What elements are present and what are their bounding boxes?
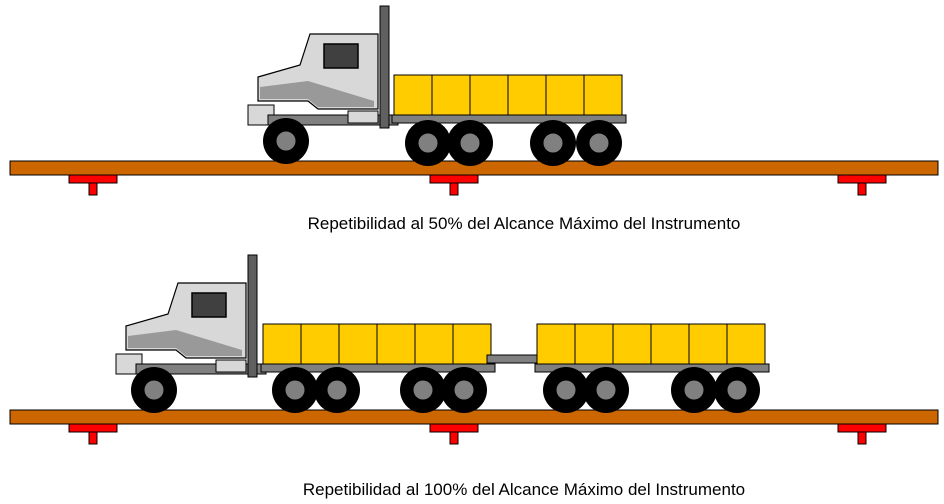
cargo-box <box>338 323 378 365</box>
drawbar-coupling <box>486 354 540 364</box>
scene-50-percent <box>9 5 939 196</box>
cargo-box <box>376 323 416 365</box>
wheel <box>131 367 177 413</box>
wheel-hub <box>284 379 306 401</box>
load-cell-support <box>837 423 887 445</box>
load-cell-support <box>429 174 479 196</box>
cab-window <box>323 43 359 69</box>
wheel-hub <box>726 379 748 401</box>
wheel <box>263 118 309 164</box>
support-post <box>449 182 459 196</box>
trailer <box>391 74 627 124</box>
support-post <box>88 182 98 196</box>
cargo-box <box>452 323 492 365</box>
load-cell-support <box>68 174 118 196</box>
cargo-box <box>393 74 433 116</box>
wheel-hub <box>143 379 165 401</box>
cargo-box <box>688 323 728 365</box>
wheel <box>405 120 451 166</box>
cargo-box <box>262 323 302 365</box>
support-cap <box>429 174 479 184</box>
wheel <box>314 367 360 413</box>
scene-100-percent <box>9 254 939 445</box>
wheel-hub <box>683 379 705 401</box>
cab-shading <box>128 330 242 356</box>
wheel-hub <box>459 132 481 154</box>
support-cap <box>837 174 887 184</box>
cargo-box <box>414 323 454 365</box>
wheel <box>441 367 487 413</box>
wheel-hub <box>555 379 577 401</box>
wheel <box>543 367 589 413</box>
wheel-hub <box>417 132 439 154</box>
cargo-box <box>574 323 614 365</box>
exhaust-stack <box>379 5 390 129</box>
wheel <box>576 120 622 166</box>
wheel-hub <box>412 379 434 401</box>
wheel-hub <box>588 132 610 154</box>
wheel-hub <box>595 379 617 401</box>
exhaust-stack <box>247 254 258 378</box>
trailer <box>534 323 770 373</box>
caption-100-percent: Repetibilidad al 100% del Alcance Máximo… <box>302 480 746 499</box>
wheel-hub <box>326 379 348 401</box>
wheel <box>447 120 493 166</box>
support-post <box>88 431 98 445</box>
cab-window <box>191 292 227 318</box>
truck-cab <box>247 5 399 164</box>
cab-step <box>215 359 247 373</box>
load-cell-support <box>68 423 118 445</box>
load-cell-support <box>837 174 887 196</box>
cargo-box <box>583 74 623 116</box>
wheel <box>583 367 629 413</box>
wheel <box>400 367 446 413</box>
support-post <box>449 431 459 445</box>
support-post <box>857 182 867 196</box>
wheel <box>714 367 760 413</box>
support-post <box>857 431 867 445</box>
cab-step <box>347 110 379 124</box>
cargo-box <box>507 74 547 116</box>
wheel <box>272 367 318 413</box>
wheel-hub <box>542 132 564 154</box>
wheel <box>530 120 576 166</box>
trailer <box>260 323 496 373</box>
truck-cab <box>115 254 267 413</box>
cab-shading <box>260 81 374 107</box>
cargo-box <box>469 74 509 116</box>
support-cap <box>68 174 118 184</box>
support-cap <box>837 423 887 433</box>
load-cell-support <box>429 423 479 445</box>
cargo-box <box>726 323 766 365</box>
cargo-box <box>536 323 576 365</box>
wheel <box>671 367 717 413</box>
support-cap <box>429 423 479 433</box>
wheel-hub <box>453 379 475 401</box>
support-cap <box>68 423 118 433</box>
cargo-box <box>545 74 585 116</box>
cargo-box <box>431 74 471 116</box>
cargo-box <box>300 323 340 365</box>
caption-50-percent: Repetibilidad al 50% del Alcance Máximo … <box>307 214 741 233</box>
cargo-box <box>650 323 690 365</box>
cargo-box <box>612 323 652 365</box>
wheel-hub <box>275 130 297 152</box>
